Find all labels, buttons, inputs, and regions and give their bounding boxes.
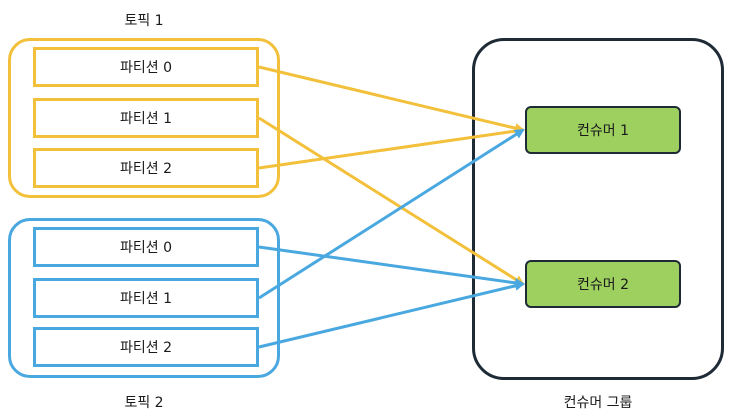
topic-1-partition-1: 파티션 1	[33, 98, 259, 138]
consumer-group-box	[472, 38, 724, 380]
topic2-partition-1-to-consumer-1-arrow	[258, 128, 525, 300]
topic2-partition-2-to-consumer-2-arrow	[258, 280, 525, 349]
topic-2-box	[8, 218, 280, 378]
topic-2-partition-0: 파티션 0	[33, 227, 259, 267]
topic1-partition-0-to-consumer-1-arrow	[258, 65, 525, 134]
topic-1-label: 토픽 1	[124, 13, 164, 29]
topic-1-partition-2: 파티션 2	[33, 148, 259, 188]
topic2-partition-0-to-consumer-2-arrow	[258, 245, 525, 288]
consumer-group-label: 컨슈머 그룹	[563, 395, 633, 411]
topic1-partition-1-to-consumer-2-arrow	[258, 116, 525, 286]
topic-2-label: 토픽 2	[124, 395, 164, 411]
topic1-partition-2-to-consumer-1-arrow	[258, 126, 525, 170]
topic-1-partition-0: 파티션 0	[33, 47, 259, 87]
topic-1-box	[8, 38, 280, 198]
topic-2-partition-1: 파티션 1	[33, 278, 259, 318]
topic-2-partition-2: 파티션 2	[33, 327, 259, 367]
consumer-1: 컨슈머 1	[525, 106, 681, 154]
consumer-2: 컨슈머 2	[525, 260, 681, 308]
